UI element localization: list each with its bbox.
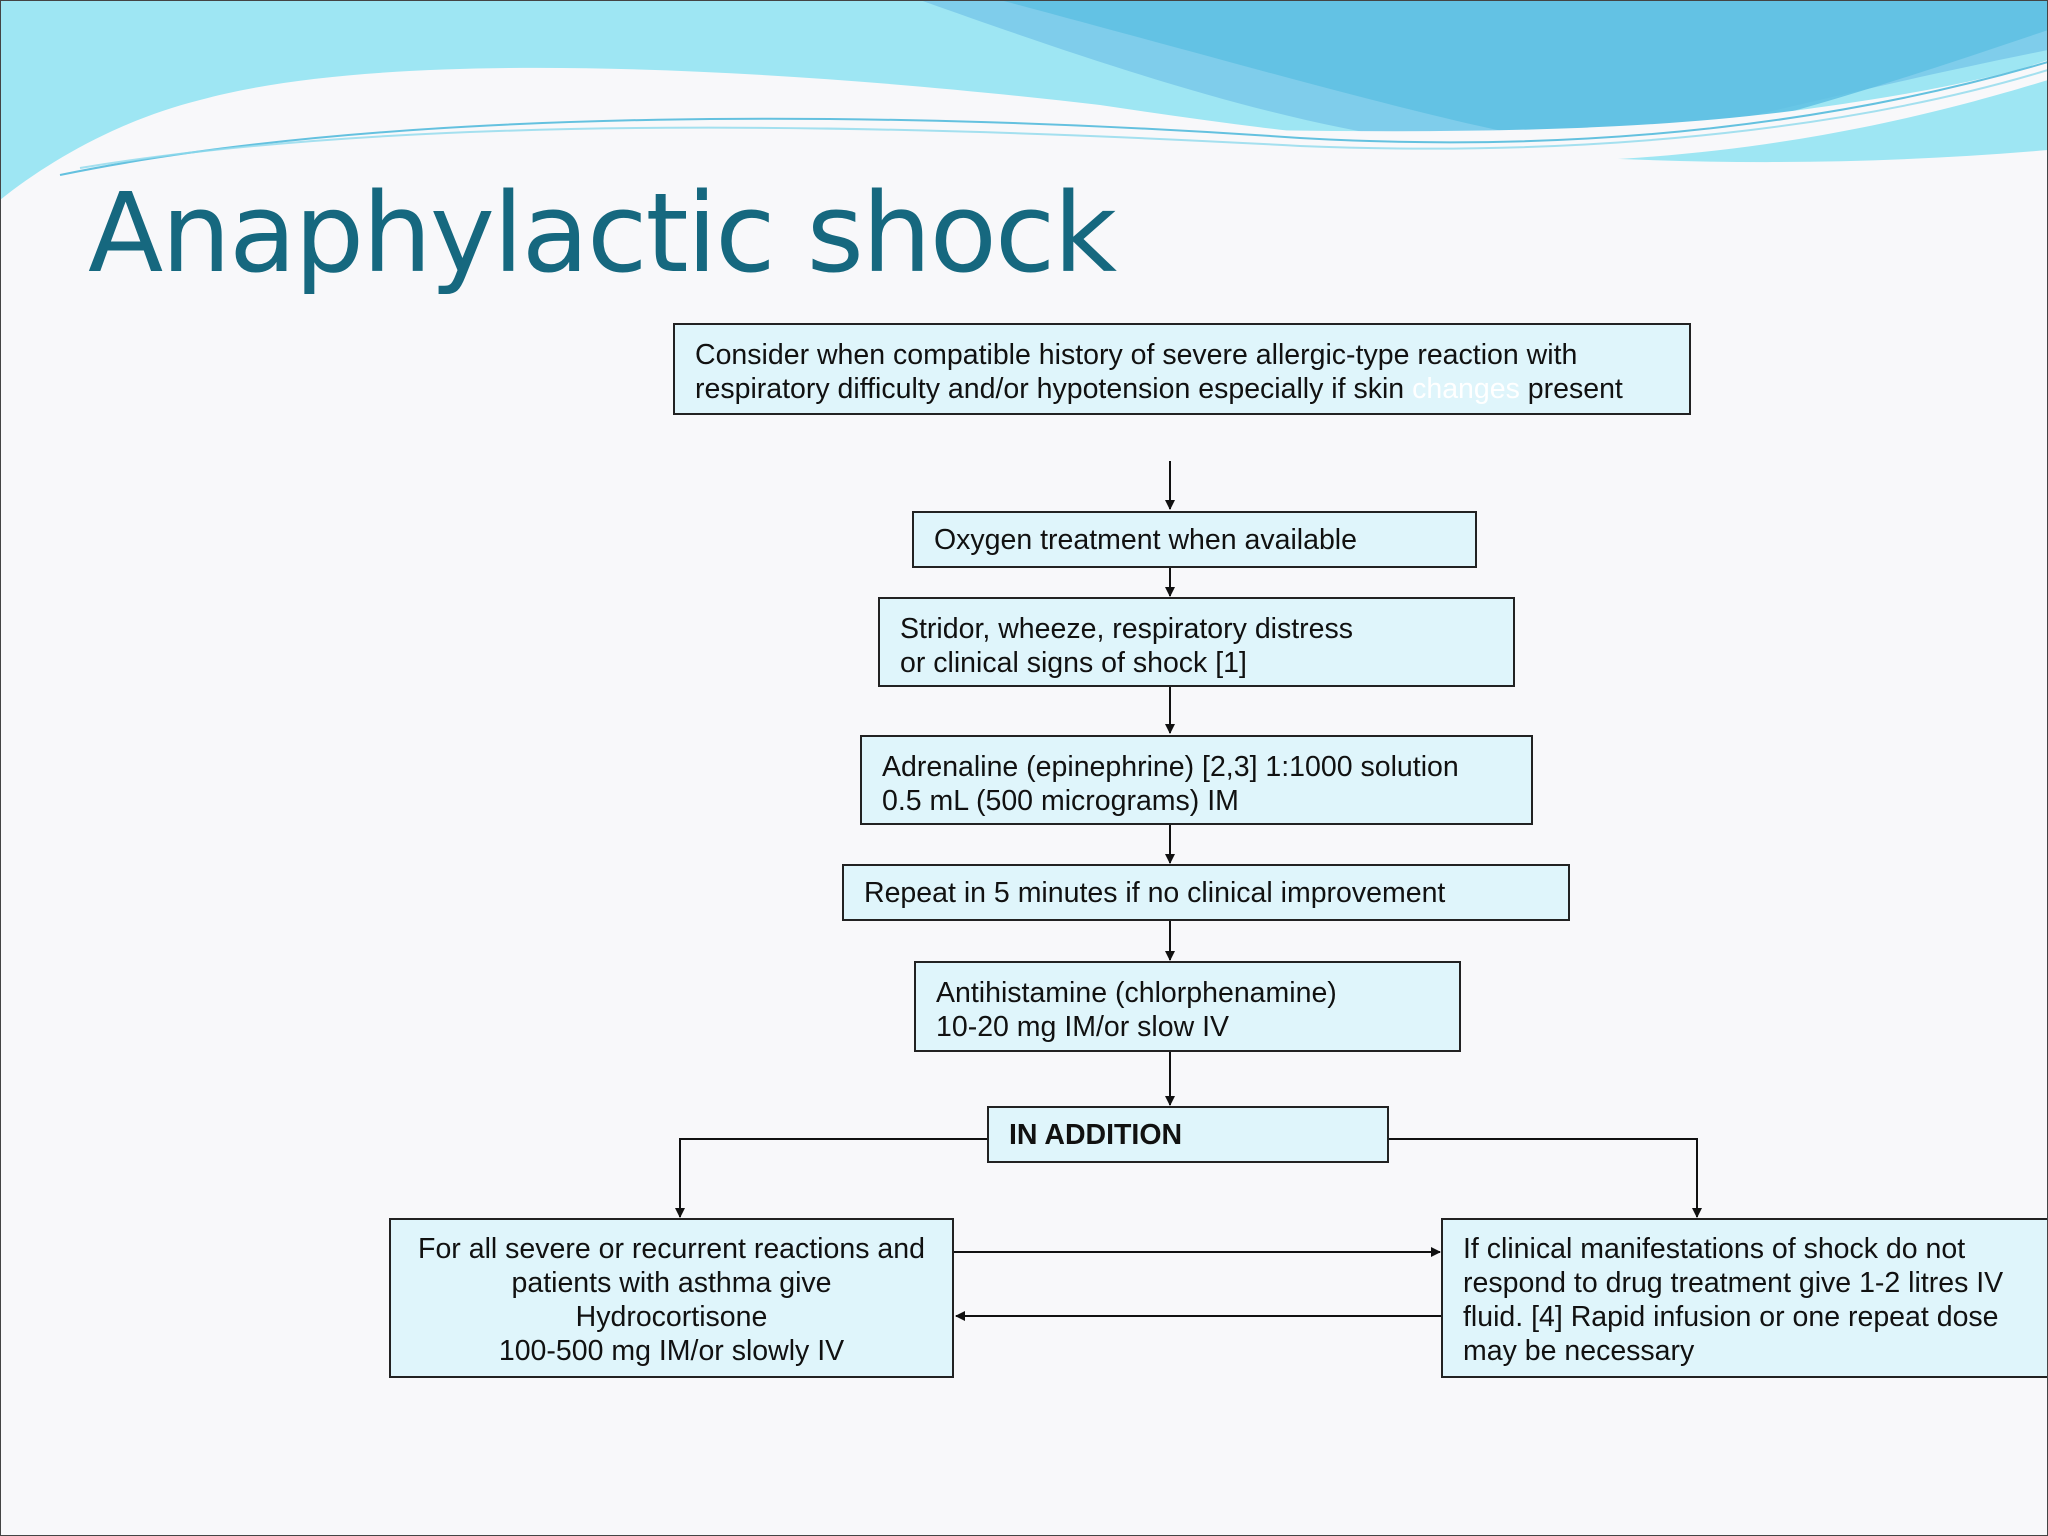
arrow-in-addition-to-fluid xyxy=(1388,1138,1702,1218)
consider-line-2-post: present xyxy=(1527,373,1623,405)
oxygen-text: Oxygen treatment when available xyxy=(934,524,1357,556)
antihistamine-box: Antihistamine (chlorphenamine) 10-20 mg … xyxy=(914,961,1461,1052)
wave-thin-line-2 xyxy=(79,69,2048,169)
stridor-line-2: or clinical signs of shock [1] xyxy=(900,647,1247,679)
consider-line-2: respiratory difficulty and/or hypotensio… xyxy=(695,372,1689,406)
arrow-in-addition-to-hydrocortisone xyxy=(675,1138,988,1218)
consider-box: Consider when compatible history of seve… xyxy=(673,323,1691,415)
slide-title: Anaphylactic shock xyxy=(88,169,1117,297)
hydrocortisone-box: For all severe or recurrent reactions an… xyxy=(389,1218,954,1378)
hydrocortisone-line-3: Hydrocortisone xyxy=(575,1301,768,1333)
repeat-box: Repeat in 5 minutes if no clinical impro… xyxy=(842,864,1570,921)
in-addition-text: IN ADDITION xyxy=(1009,1119,1183,1151)
adrenaline-line-1: Adrenaline (epinephrine) [2,3] 1:1000 so… xyxy=(882,751,1459,783)
repeat-text: Repeat in 5 minutes if no clinical impro… xyxy=(864,877,1446,909)
fluid-line-2: respond to drug treatment give 1-2 litre… xyxy=(1463,1267,2004,1299)
stridor-line-1: Stridor, wheeze, respiratory distress xyxy=(900,613,1354,645)
in-addition-box: IN ADDITION xyxy=(987,1106,1389,1163)
stridor-box: Stridor, wheeze, respiratory distress or… xyxy=(878,597,1515,687)
hydrocortisone-line-2: patients with asthma give xyxy=(511,1267,832,1299)
fluid-line-4: may be necessary xyxy=(1463,1335,1695,1367)
hydrocortisone-line-4: 100-500 mg IM/or slowly IV xyxy=(498,1335,845,1367)
fluid-box: If clinical manifestations of shock do n… xyxy=(1441,1218,2048,1378)
antihistamine-line-1: Antihistamine (chlorphenamine) xyxy=(936,977,1337,1009)
adrenaline-box: Adrenaline (epinephrine) [2,3] 1:1000 so… xyxy=(860,735,1533,825)
wave-white-gap xyxy=(0,60,2048,230)
consider-line-2-ghost: changes xyxy=(1412,373,1520,405)
consider-line-1: Consider when compatible history of seve… xyxy=(695,339,1578,371)
antihistamine-line-2: 10-20 mg IM/or slow IV xyxy=(936,1011,1230,1043)
hydrocortisone-line-1: For all severe or recurrent reactions an… xyxy=(418,1233,925,1265)
wave-thin-line-1 xyxy=(59,61,2048,176)
consider-line-2-pre: respiratory difficulty and/or hypotensio… xyxy=(695,373,1405,405)
oxygen-box: Oxygen treatment when available xyxy=(912,511,1477,568)
fluid-line-3: fluid. [4] Rapid infusion or one repeat … xyxy=(1463,1301,1999,1333)
fluid-line-1: If clinical manifestations of shock do n… xyxy=(1463,1233,1966,1265)
adrenaline-line-2: 0.5 mL (500 micrograms) IM xyxy=(882,785,1239,817)
header-wave-decoration xyxy=(0,0,2048,230)
